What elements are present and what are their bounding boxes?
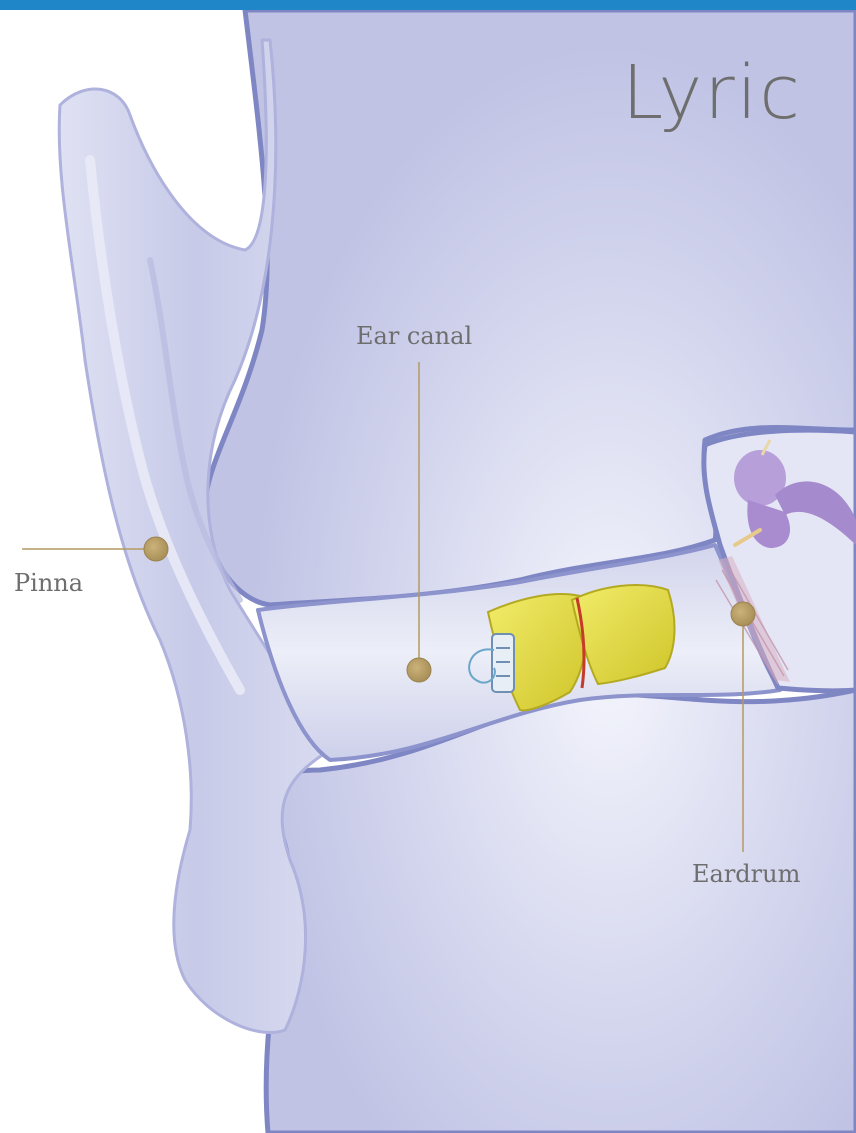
- top-accent-bar: [0, 0, 856, 10]
- label-eardrum: Eardrum: [692, 862, 800, 886]
- label-pinna: Pinna: [14, 571, 83, 595]
- brand-logo: Lyric: [622, 56, 802, 130]
- label-ear-canal: Ear canal: [356, 324, 472, 348]
